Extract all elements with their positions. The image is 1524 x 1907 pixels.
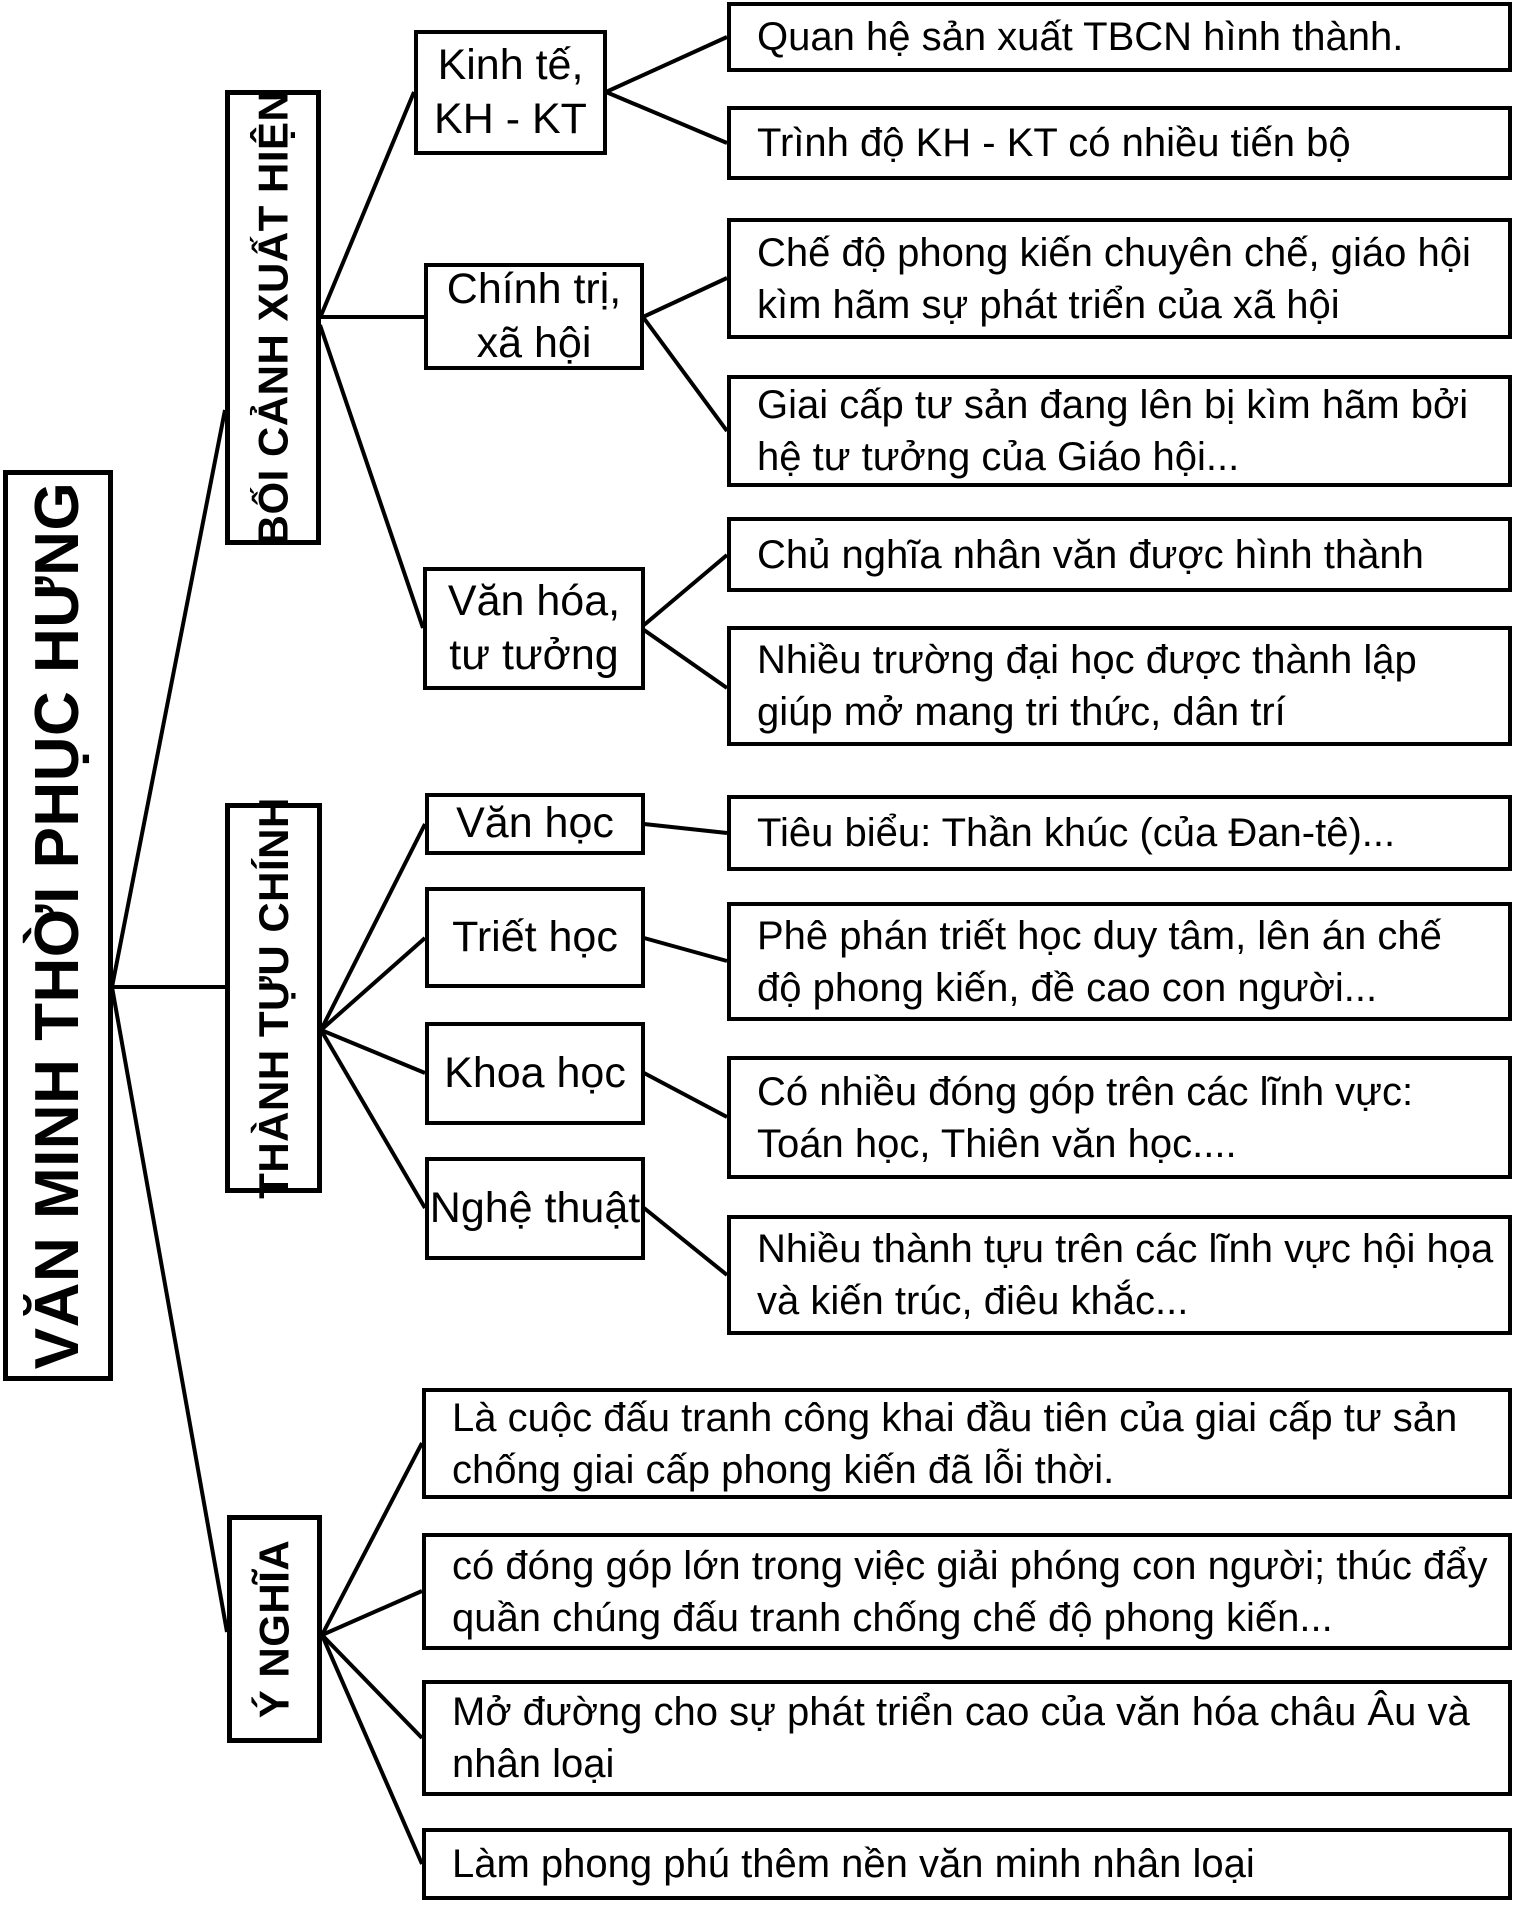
topic-label: Nghệ thuật xyxy=(429,1183,641,1232)
topic-node-van-hoa: Văn hóa, tư tưởng xyxy=(423,567,645,690)
connector xyxy=(643,1071,728,1119)
detail-node-van-hoa-1: Chủ nghĩa nhân văn được hình thành xyxy=(727,517,1512,592)
connector xyxy=(319,936,427,1032)
branch-node-thanh-tuu: THÀNH TỰU CHÍNH xyxy=(225,797,322,1199)
topic-node-khoa-hoc: Khoa học xyxy=(425,1022,645,1125)
topic-label: Văn học xyxy=(456,799,614,848)
connector xyxy=(642,553,729,627)
topic-label: Khoa học xyxy=(444,1048,626,1097)
branch-label: BỐI CẢNH XUẤT HIỆN xyxy=(249,90,296,545)
topic-label: Kinh tế, KH - KT xyxy=(434,40,587,143)
topic-label: Triết học xyxy=(452,912,618,961)
detail-text: có đóng góp lớn trong việc giải phóng co… xyxy=(452,1543,1488,1640)
detail-node-khoa-hoc-1: Có nhiều đóng góp trên các lĩnh vực: Toá… xyxy=(727,1056,1512,1179)
connector xyxy=(641,315,729,433)
detail-text: Là cuộc đấu tranh công khai đầu tiên của… xyxy=(452,1395,1458,1492)
connector xyxy=(643,822,728,835)
detail-text: Mở đường cho sự phát triển cao của văn h… xyxy=(452,1690,1470,1786)
detail-node-kinh-te-2: Trình độ KH - KT có nhiều tiến bộ xyxy=(727,106,1512,180)
detail-text: Phê phán triết học duy tâm, lên án chế đ… xyxy=(757,913,1442,1010)
detail-text: Nhiều trường đại học được thành lập giúp… xyxy=(757,638,1417,734)
detail-text: Tiêu biểu: Thần khúc (của Đan-tê)... xyxy=(757,811,1396,855)
topic-node-van-hoc: Văn học xyxy=(425,793,645,855)
detail-text: Nhiều thành tựu trên các lĩnh vực hội họ… xyxy=(757,1227,1494,1323)
branch-label: THÀNH TỰU CHÍNH xyxy=(249,797,297,1199)
branch-node-boi-canh: BỐI CẢNH XUẤT HIỆN xyxy=(225,90,321,545)
connector xyxy=(320,1634,424,1865)
topic-node-chinh-tri: Chính trị, xã hội xyxy=(424,263,644,370)
root-node: VĂN MINH THỜI PHỤC HƯNG xyxy=(3,470,113,1381)
detail-text: Trình độ KH - KT có nhiều tiến bộ xyxy=(757,121,1351,165)
connector xyxy=(321,1589,423,1637)
detail-node-y-nghia-3: Mở đường cho sự phát triển cao của văn h… xyxy=(422,1680,1512,1796)
branch-label: Ý NGHĨA xyxy=(250,1539,298,1719)
connector xyxy=(110,986,229,1633)
connector xyxy=(110,409,227,988)
connector xyxy=(318,91,416,319)
connector xyxy=(605,90,728,145)
connector xyxy=(319,1028,427,1210)
detail-node-y-nghia-1: Là cuộc đấu tranh công khai đầu tiên của… xyxy=(422,1388,1512,1499)
detail-text: Có nhiều đóng góp trên các lĩnh vực: Toá… xyxy=(757,1069,1414,1166)
detail-text: Làm phong phú thêm nền văn minh nhân loạ… xyxy=(452,1842,1255,1886)
topic-label: Chính trị, xã hội xyxy=(446,264,622,367)
detail-node-nghe-thuat-1: Nhiều thành tựu trên các lĩnh vực hội họ… xyxy=(727,1215,1512,1335)
detail-node-kinh-te-1: Quan hệ sản xuất TBCN hình thành. xyxy=(727,2,1512,72)
detail-text: Chủ nghĩa nhân văn được hình thành xyxy=(757,532,1424,577)
detail-text: Quan hệ sản xuất TBCN hình thành. xyxy=(757,15,1404,59)
detail-node-chinh-tri-2: Giai cấp tư sản đang lên bị kìm hãm bởi … xyxy=(727,375,1512,487)
connector xyxy=(320,1633,424,1740)
detail-text: Giai cấp tư sản đang lên bị kìm hãm bởi … xyxy=(757,383,1469,479)
detail-text: Chế độ phong kiến chuyên chế, giáo hội k… xyxy=(757,230,1471,327)
detail-node-van-hoc-1: Tiêu biểu: Thần khúc (của Đan-tê)... xyxy=(727,795,1512,871)
detail-node-triet-hoc-1: Phê phán triết học duy tâm, lên án chế đ… xyxy=(727,902,1512,1021)
connector xyxy=(643,936,728,963)
root-label: VĂN MINH THỜI PHỤC HƯNG xyxy=(23,481,93,1370)
detail-node-y-nghia-2: có đóng góp lớn trong việc giải phóng co… xyxy=(422,1533,1512,1650)
connector xyxy=(642,276,728,319)
topic-label: Văn hóa, tư tưởng xyxy=(447,576,621,679)
branch-node-y-nghia: Ý NGHĨA xyxy=(227,1515,322,1743)
topic-node-kinh-te: Kinh tế, KH - KT xyxy=(414,30,607,155)
detail-node-chinh-tri-1: Chế độ phong kiến chuyên chế, giáo hội k… xyxy=(727,218,1512,339)
connector xyxy=(642,628,729,690)
connector xyxy=(318,324,425,629)
connector-group xyxy=(110,35,729,1865)
connector xyxy=(319,823,427,1031)
connector xyxy=(642,1206,729,1277)
connector xyxy=(320,1028,426,1075)
topic-node-triet-hoc: Triết học xyxy=(425,887,645,988)
detail-node-van-hoa-2: Nhiều trường đại học được thành lập giúp… xyxy=(727,626,1512,746)
detail-node-y-nghia-4: Làm phong phú thêm nền văn minh nhân loạ… xyxy=(422,1828,1512,1900)
connector xyxy=(320,1442,424,1636)
connector xyxy=(605,35,728,94)
topic-node-nghe-thuat: Nghệ thuật xyxy=(425,1157,645,1260)
